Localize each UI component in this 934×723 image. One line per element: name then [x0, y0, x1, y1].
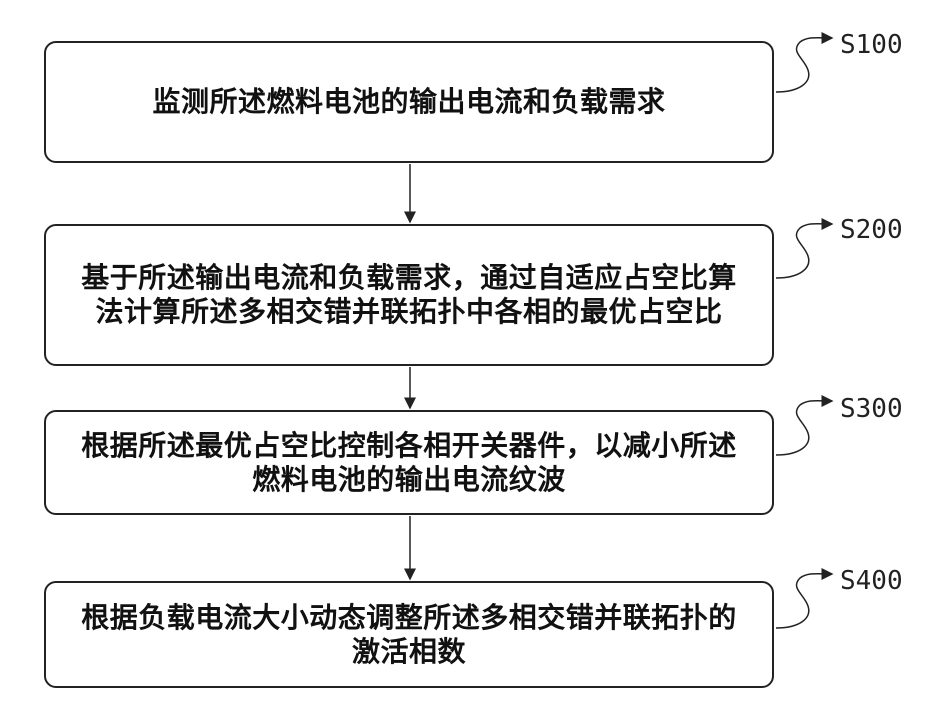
- step-label-s300: S300: [840, 396, 903, 422]
- step-box-s300: 根据所述最优占空比控制各相开关器件，以减小所述燃料电池的输出电流纹波: [44, 410, 774, 515]
- step-box-s200: 基于所述输出电流和负载需求，通过自适应占空比算法计算所述多相交错并联拓扑中各相的…: [44, 224, 774, 366]
- leader-line-s100: [776, 38, 832, 92]
- step-label-s400: S400: [840, 568, 903, 594]
- step-text-s400: 根据负载电流大小动态调整所述多相交错并联拓扑的激活相数: [72, 601, 746, 669]
- step-text-s300: 根据所述最优占空比控制各相开关器件，以减小所述燃料电池的输出电流纹波: [72, 429, 746, 497]
- step-text-s100: 监测所述燃料电池的输出电流和负载需求: [152, 85, 665, 119]
- step-text-s200: 基于所述输出电流和负载需求，通过自适应占空比算法计算所述多相交错并联拓扑中各相的…: [72, 261, 746, 329]
- leader-line-s400: [776, 574, 832, 628]
- leader-line-s200: [776, 224, 832, 278]
- leader-line-s300: [776, 401, 832, 455]
- step-label-s200: S200: [840, 217, 903, 243]
- step-label-s100: S100: [840, 32, 903, 58]
- step-box-s100: 监测所述燃料电池的输出电流和负载需求: [44, 41, 774, 163]
- step-box-s400: 根据负载电流大小动态调整所述多相交错并联拓扑的激活相数: [44, 581, 774, 688]
